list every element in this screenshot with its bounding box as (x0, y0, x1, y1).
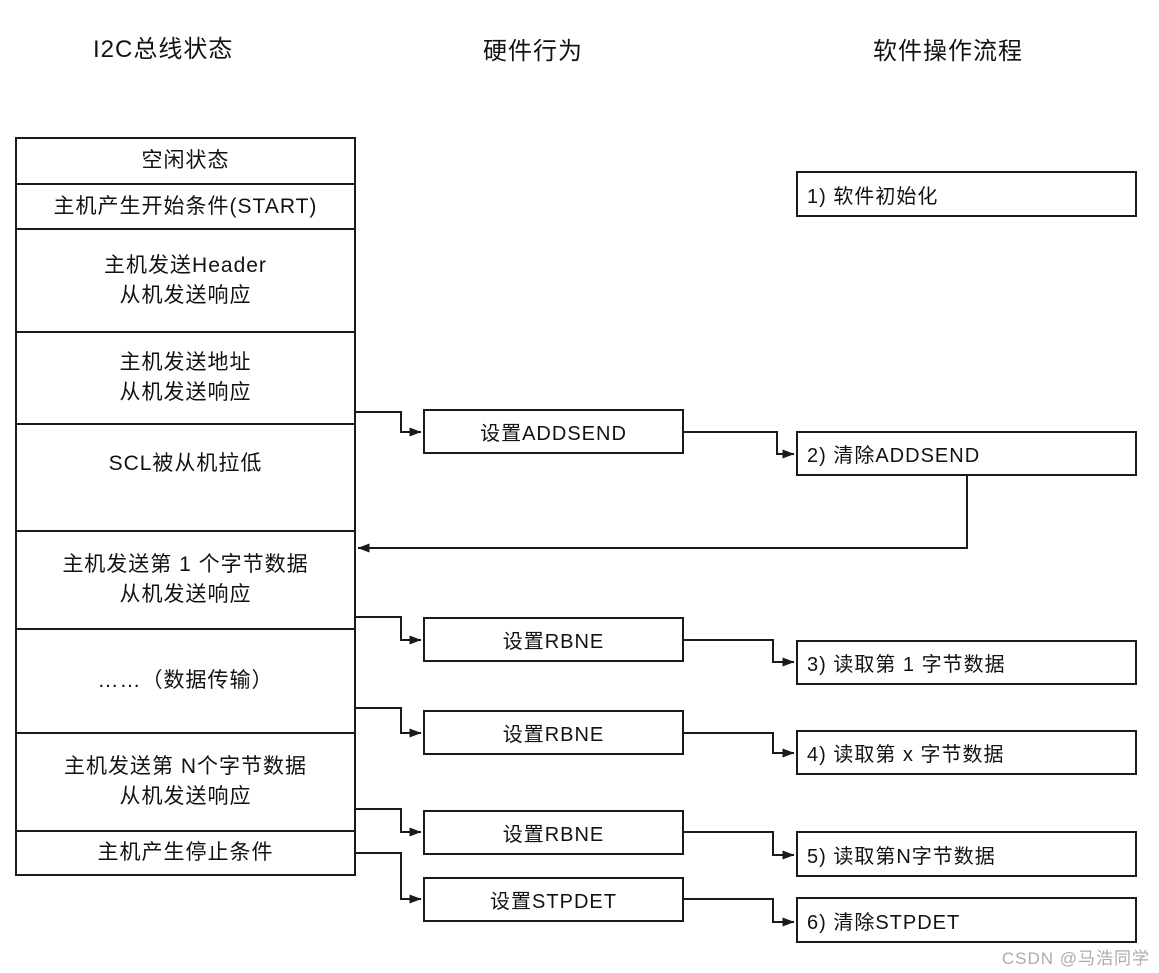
sw-step-label: 5) 读取第N字节数据 (807, 845, 996, 868)
bus-state-send-byte1: 主机发送第 1 个字节数据 从机发送响应 (15, 530, 356, 630)
bus-state-label: 主机发送第 1 个字节数据 (62, 553, 309, 576)
sw-step-label: 2) 清除ADDSEND (807, 445, 981, 467)
bus-state-stop-condition: 主机产生停止条件 (15, 830, 356, 876)
bus-state-label: 从机发送响应 (119, 381, 252, 404)
arrow-set-rbne-3-to-read-byten (684, 831, 795, 860)
bus-state-idle: 空闲状态 (15, 137, 356, 185)
sw-step-label: 4) 读取第 x 字节数据 (807, 744, 1005, 766)
bus-state-label: 空闲状态 (141, 149, 230, 172)
hw-box-set-rbne-2: 设置RBNE (423, 710, 684, 755)
bus-state-label: 主机发送地址 (119, 351, 252, 374)
bus-state-send-header: 主机发送Header 从机发送响应 (15, 228, 356, 333)
arrow-set-rbne-2-to-read-bytex (684, 732, 795, 758)
bus-state-label: 从机发送响应 (119, 785, 252, 808)
arrow-clear-addsend-to-byte1 (357, 476, 968, 553)
bus-state-send-byten: 主机发送第 N个字节数据 从机发送响应 (15, 732, 356, 832)
bus-state-label: 主机发送Header (104, 253, 267, 277)
sw-step-label: 6) 清除STPDET (807, 911, 961, 934)
sw-step-6-clear-stpdet: 6) 清除STPDET (796, 897, 1137, 943)
hw-box-label: 设置RBNE (502, 631, 605, 653)
sw-step-4-read-bytex: 4) 读取第 x 字节数据 (796, 730, 1137, 775)
bus-state-label: ……（数据传输） (97, 669, 274, 692)
bus-state-label: 主机产生开始条件(START) (53, 194, 318, 218)
column-header-bus-state: I2C总线状态 (93, 36, 234, 63)
hw-box-label: 设置RBNE (502, 824, 605, 846)
hw-box-set-addsend: 设置ADDSEND (423, 409, 684, 454)
sw-step-2-clear-addsend: 2) 清除ADDSEND (796, 431, 1137, 476)
arrow-byte1-to-set-rbne-1 (355, 616, 422, 645)
bus-state-label: 从机发送响应 (119, 583, 252, 606)
arrow-stop-to-set-stpdet (355, 852, 422, 904)
hw-box-set-rbne-1: 设置RBNE (423, 617, 684, 662)
bus-state-data-transfer: ……（数据传输） (15, 628, 356, 734)
hw-box-set-stpdet: 设置STPDET (423, 877, 684, 922)
hw-box-label: 设置STPDET (490, 891, 617, 913)
bus-state-label: 主机产生停止条件 (97, 841, 274, 864)
hw-box-label: 设置ADDSEND (480, 423, 627, 445)
hw-box-set-rbne-3: 设置RBNE (423, 810, 684, 855)
bus-state-scl-stretched: SCL被从机拉低 (15, 423, 356, 532)
column-header-hardware-behavior: 硬件行为 (483, 38, 583, 65)
bus-state-label: SCL被从机拉低 (108, 452, 263, 475)
sw-step-label: 3) 读取第 1 字节数据 (807, 654, 1006, 676)
arrow-set-addsend-to-clear-addsend (684, 431, 795, 459)
column-header-software-flow: 软件操作流程 (873, 38, 1023, 65)
arrow-address-to-set-addsend (355, 411, 422, 437)
bus-state-start-condition: 主机产生开始条件(START) (15, 183, 356, 230)
arrow-transfer-to-set-rbne-2 (355, 707, 422, 738)
arrow-set-stpdet-to-clear-stpdet (684, 898, 795, 927)
bus-state-label: 从机发送响应 (119, 283, 252, 307)
csdn-watermark: CSDN @马浩同学 (1001, 949, 1150, 968)
bus-state-label: 主机发送第 N个字节数据 (64, 755, 307, 778)
sw-step-1-init: 1) 软件初始化 (796, 171, 1137, 217)
sw-step-label: 1) 软件初始化 (807, 185, 939, 208)
sw-step-3-read-byte1: 3) 读取第 1 字节数据 (796, 640, 1137, 685)
arrow-set-rbne-1-to-read-byte1 (684, 639, 795, 667)
arrow-byten-to-set-rbne-3 (355, 808, 422, 837)
sw-step-5-read-byten: 5) 读取第N字节数据 (796, 831, 1137, 877)
hw-box-label: 设置RBNE (502, 724, 605, 746)
bus-state-send-address: 主机发送地址 从机发送响应 (15, 331, 356, 425)
